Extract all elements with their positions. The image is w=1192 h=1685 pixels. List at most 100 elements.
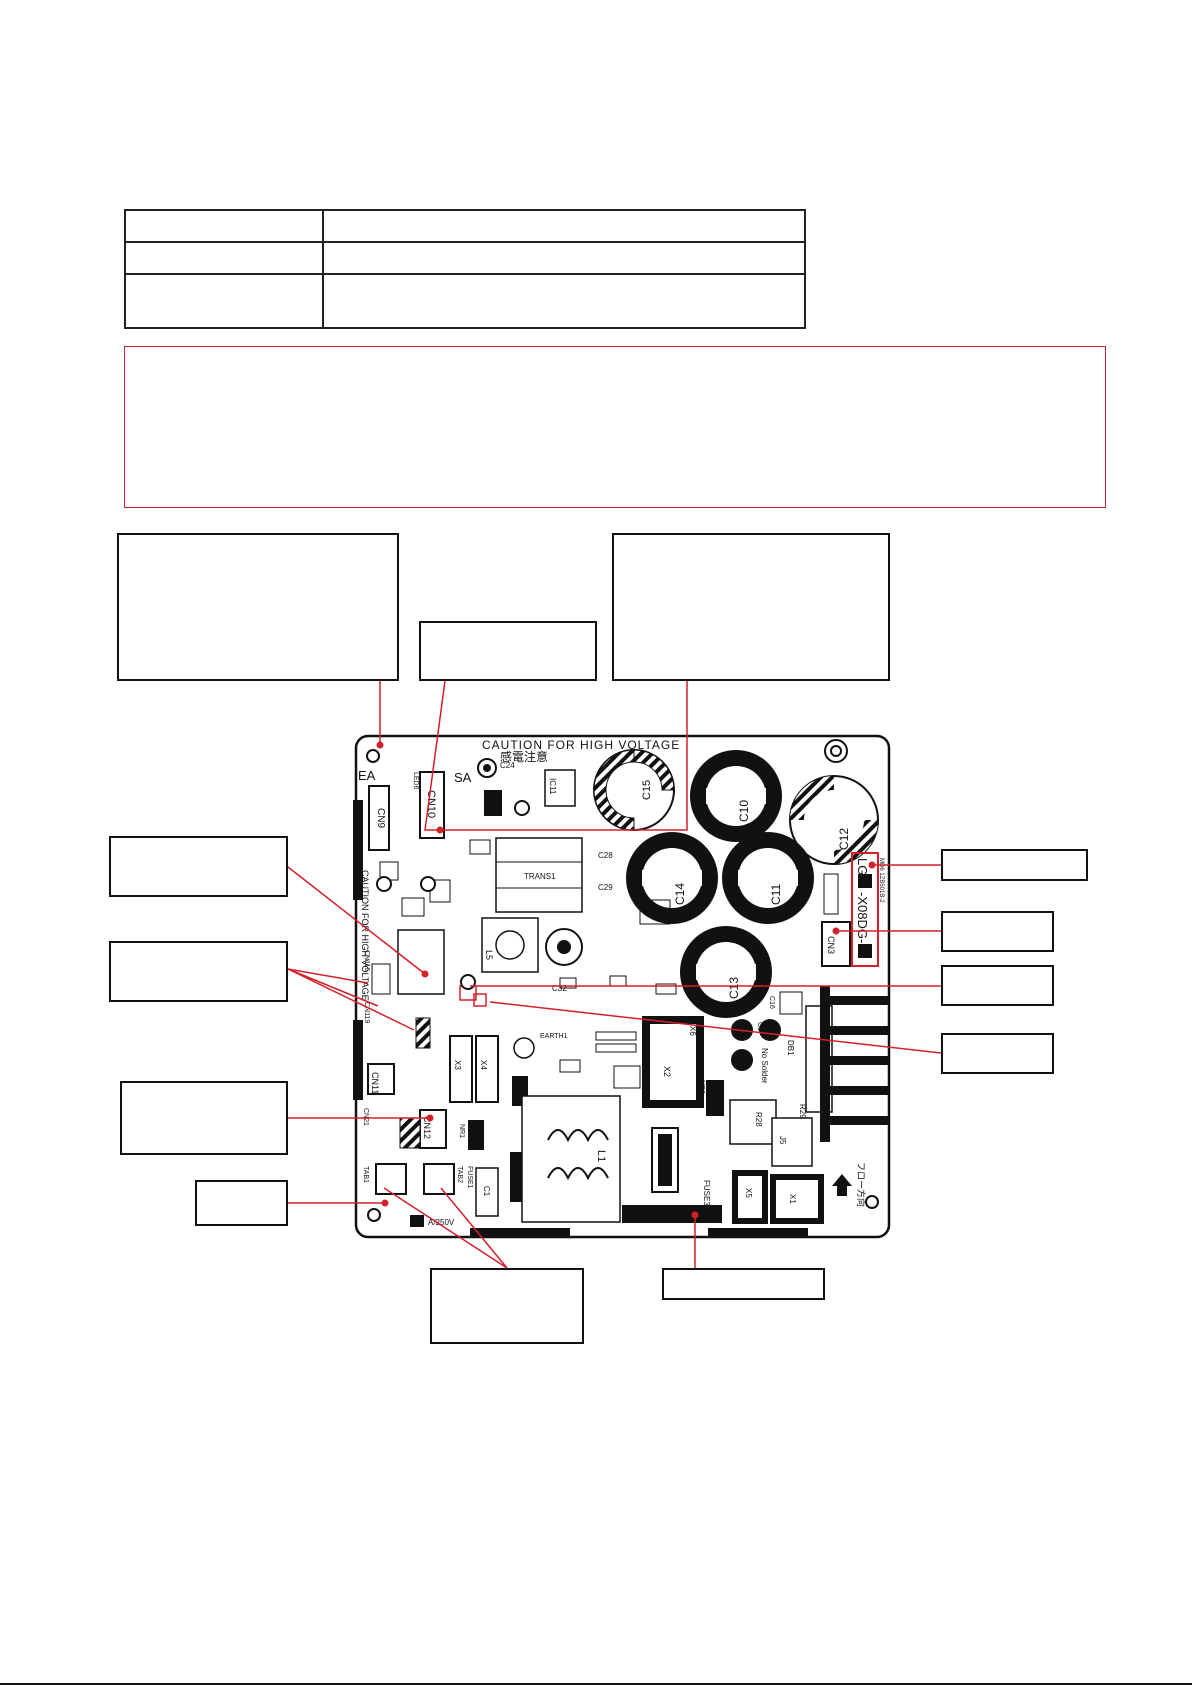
part-number-block [851, 852, 879, 967]
leader-line-connector-left-2b [287, 968, 379, 1007]
c17-label: C17 [756, 1022, 763, 1035]
x1-label: X1 [788, 1194, 797, 1204]
cn116-label: CN116 [363, 950, 370, 971]
c12-capacitor: C12 [789, 775, 879, 865]
callout-box-connector-left-1 [109, 836, 288, 897]
table-cell [322, 241, 806, 275]
sa-label: SA [454, 770, 472, 785]
x3-label: X3 [453, 1060, 462, 1070]
fuse3-label: FUSE3 [702, 1180, 711, 1206]
part-number-text: -X08DG-P [855, 892, 870, 952]
no-solder-text: No Solder [760, 1048, 769, 1084]
caution-notice-box [124, 346, 1106, 508]
ic11-label: IC11 [548, 778, 557, 795]
nr3-varistor [706, 1080, 724, 1116]
cn21-connector [399, 1117, 421, 1149]
cn119-label: CN119 [363, 1002, 370, 1023]
cn10-label: CN10 [425, 790, 437, 818]
c11-label: C11 [769, 884, 783, 905]
callout-box-led-2 [941, 1033, 1054, 1074]
callout-box-led-1 [941, 965, 1054, 1006]
info-table [124, 209, 806, 329]
tab2-terminal [423, 1163, 455, 1195]
table-cell [124, 241, 324, 275]
x2-relay [642, 1016, 704, 1108]
callout-box-cn10 [419, 621, 597, 681]
table-row [124, 241, 806, 275]
nr1-varistor [468, 1120, 484, 1150]
caution-text: CAUTION FOR HIGH VOLTAGE [482, 738, 680, 752]
table-row [124, 209, 806, 243]
c28-label: C28 [598, 851, 613, 860]
nr3-label: NR3 [698, 1080, 705, 1094]
callout-box-cn3 [941, 911, 1054, 952]
table-cell [124, 273, 324, 329]
led-highlight-box [459, 985, 477, 1001]
earth-label: EARTH1 [540, 1033, 568, 1040]
callout-box-tab [195, 1180, 288, 1226]
c10-capacitor: C10 [690, 750, 782, 842]
l1-choke [521, 1095, 621, 1223]
cn3-connector [821, 921, 851, 967]
callout-box-capacitors [612, 533, 890, 681]
heatsink [820, 986, 890, 1142]
pcb-board-outline [354, 734, 891, 1239]
fuse1-label: FUSE1 [466, 1166, 473, 1189]
cn10-connector [419, 771, 445, 839]
c14-capacitor: C14 [626, 832, 718, 924]
leader-line-connector-left-1 [287, 866, 426, 975]
flow-text: フロー方向 [856, 1162, 867, 1207]
c12-label: C12 [837, 828, 851, 850]
x2-label: X2 [662, 1066, 672, 1077]
leader-line-connector-left-2c [287, 968, 415, 1031]
table-cell [124, 209, 324, 243]
footer-rule [0, 1683, 1192, 1685]
c1-capacitor [475, 1167, 499, 1217]
leader-line-connector-left-2a [287, 968, 369, 984]
c32-label: C32 [552, 984, 567, 993]
x4-label: X4 [479, 1060, 488, 1070]
maker-mark: LG [855, 858, 870, 875]
leader-line-cn10 [424, 680, 446, 831]
leader-line-capacitors [440, 681, 688, 831]
c1-label: C1 [482, 1186, 491, 1197]
callout-box-fuse3 [662, 1268, 825, 1300]
cn21-label: CN21 [362, 1108, 369, 1126]
ic11-chip [544, 769, 576, 807]
c13-capacitor: C13 [680, 926, 772, 1018]
nr-varistor [512, 1076, 528, 1106]
mounting-hole [366, 749, 380, 763]
callout-box-cn12 [120, 1081, 288, 1155]
mounting-hole [824, 739, 848, 763]
r29-label: R29 [798, 1104, 807, 1119]
nr5-label: NR5 [530, 1178, 537, 1192]
cn116-connector [397, 929, 445, 995]
x1-relay [770, 1174, 824, 1224]
l1-label: L1 [595, 1150, 607, 1162]
table-row [124, 273, 806, 329]
side-caution-text: CAUTION FOR HIGH VOLTAGE [360, 870, 370, 1001]
edge-connector-bar [353, 800, 363, 900]
c10-label: C10 [737, 800, 751, 822]
x4-relay [475, 1035, 499, 1103]
nr1-label: NR1 [458, 1124, 465, 1138]
j5-jumper [771, 1117, 813, 1167]
l5-inductor [481, 917, 539, 973]
cn9-label: CN9 [375, 808, 386, 828]
edge-connector-bar [353, 1020, 363, 1100]
tab1-label: TAB1 [362, 1166, 369, 1183]
cn11-connector [367, 1063, 395, 1095]
cn3-label: CN3 [826, 936, 836, 954]
x5-relay [732, 1170, 768, 1224]
cn12-label: CN12 [422, 1116, 432, 1139]
l5-label: L5 [484, 950, 494, 960]
cn11-label: CN11 [370, 1072, 380, 1094]
leader-dots [376, 741, 876, 1219]
x3-relay [449, 1035, 473, 1103]
led6-label: LED6 [412, 772, 419, 790]
c16-capacitor [779, 991, 803, 1015]
edge-connector-bar [622, 1205, 722, 1223]
db1-label: DB1 [786, 1040, 795, 1056]
j5-label: J5 [778, 1136, 787, 1145]
